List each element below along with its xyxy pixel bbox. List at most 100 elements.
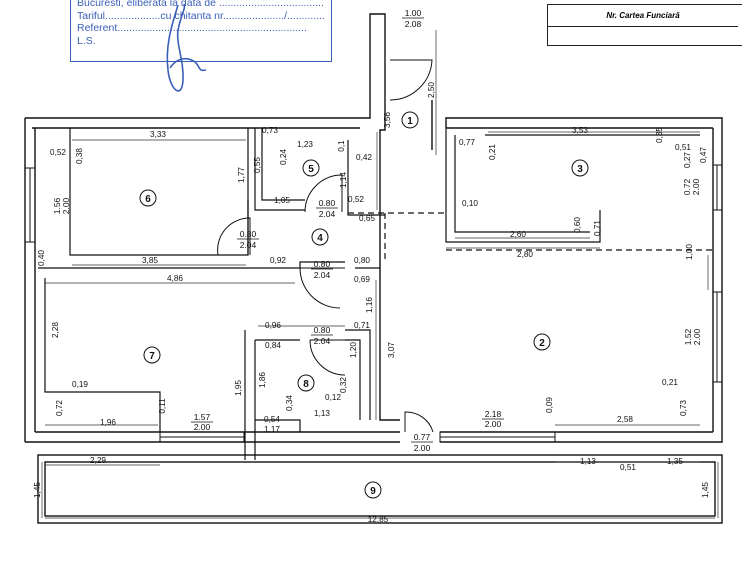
- dim-corridor-307: 3,07: [387, 342, 396, 358]
- dim-8-195: 1,95: [234, 380, 243, 396]
- dim-5-114: 1,14: [339, 172, 348, 188]
- door-5-height: 2.04: [319, 209, 336, 219]
- dim-040: 0,40: [37, 250, 46, 266]
- dim-100: 1,00: [685, 244, 694, 260]
- dim-8-186: 1,86: [258, 372, 267, 388]
- dim-8-012: 0,12: [325, 393, 341, 402]
- window-6-width: 1.56: [52, 197, 62, 214]
- room-5-label: 5: [308, 164, 314, 175]
- dim-3-021: 0,21: [488, 144, 497, 160]
- window-7-height: 2.00: [194, 422, 211, 432]
- dim-2-258: 2,58: [617, 415, 633, 424]
- dim-5-073: 0,73: [262, 126, 278, 135]
- cartea-funciara-box: Nr. Cartea Funciară: [547, 4, 742, 46]
- dim-3-280: 2,80: [517, 250, 533, 259]
- dim-8-120: 1,20: [349, 342, 358, 358]
- dimension-values: 3,33 0,52 0,38 1,77 0,40 3,85 0,92 0,73 …: [33, 82, 710, 524]
- door-7-height: 2.04: [314, 270, 331, 280]
- opening-labels: 1.00 2.08 0.80 2.04 0.80 2.04 0.80 2.04 …: [52, 8, 702, 453]
- door-5-width: 0.80: [319, 198, 336, 208]
- dim-116: 1,16: [365, 297, 374, 313]
- dim-3-top: 3,53: [572, 126, 588, 135]
- room-9-label: 9: [370, 486, 376, 497]
- dim-8-054: 0,54: [264, 415, 280, 424]
- room-2-label: 2: [539, 338, 545, 349]
- room-6-label: 6: [145, 194, 151, 205]
- dim-8-096: 0,96: [265, 321, 281, 330]
- signature: [166, 3, 207, 92]
- dim-6-top: 3,33: [150, 130, 166, 139]
- dim-3-051: 0,51: [675, 143, 691, 152]
- dim-3-071: 0,71: [593, 220, 602, 236]
- dim-8-117: 1,17: [264, 425, 280, 434]
- dim-9-135: 1,35: [667, 457, 683, 466]
- dim-2-073: 0,73: [679, 400, 688, 416]
- dim-6-right: 1,77: [237, 167, 246, 183]
- door-6-height: 2.04: [240, 240, 257, 250]
- door-entry-width: 1.00: [405, 8, 422, 18]
- room-3-label: 3: [577, 164, 583, 175]
- dim-2-021: 0,21: [662, 378, 678, 387]
- door-9-height: 2.00: [414, 443, 431, 453]
- dim-6-038: 0,38: [75, 148, 84, 164]
- dim-7-011: 0,11: [158, 398, 167, 414]
- window-2b-height: 2.00: [485, 419, 502, 429]
- dim-corridor-356: 3,56: [383, 112, 392, 128]
- door-entry-height: 2.08: [405, 19, 422, 29]
- dim-3-010: 0,10: [462, 199, 478, 208]
- dim-7-top: 4,86: [167, 274, 183, 283]
- window-3-height: 2.00: [691, 178, 701, 195]
- stamp-line-3: Referent................................…: [77, 22, 307, 34]
- dim-3-077: 0,77: [459, 138, 475, 147]
- dim-8-071: 0,71: [354, 321, 370, 330]
- door-6-width: 0.80: [240, 229, 257, 239]
- dim-corridor-250: 2,50: [427, 82, 436, 98]
- dim-9-113: 1,13: [580, 457, 596, 466]
- dim-7-019: 0,19: [72, 380, 88, 389]
- dim-5-024: 0,24: [279, 149, 288, 165]
- door-8-width: 0.80: [314, 325, 331, 335]
- stamp-line-4: L.S.: [77, 34, 96, 47]
- dim-7-bottom: 1,96: [100, 418, 116, 427]
- window-6-height: 2.00: [61, 197, 71, 214]
- room-1-label: 1: [407, 116, 413, 127]
- window-7-width: 1.57: [194, 412, 211, 422]
- dim-8-034: 0,34: [285, 395, 294, 411]
- window-2-width: 1.52: [683, 328, 693, 345]
- dim-065: 0,65: [359, 214, 375, 223]
- dim-3-027: 0,27: [683, 152, 692, 168]
- room-4-label: 4: [317, 233, 323, 244]
- stamp-line-2: Tariful...................cu chitanta nr…: [77, 9, 325, 22]
- dim-9-229: 2,29: [90, 456, 106, 465]
- dimension-lines: [41, 30, 719, 519]
- dim-092: 0,92: [270, 256, 286, 265]
- dim-3-035: 0,35: [655, 127, 664, 143]
- window-2-height: 2.00: [692, 328, 702, 345]
- room-labels: 1 2 3 4 5 6 7 8 9: [139, 111, 589, 499]
- dim-5-01: 0,1: [337, 140, 346, 152]
- dim-7-left: 2,28: [51, 322, 60, 338]
- dim-3-047: 0,47: [699, 147, 708, 163]
- dim-3-260: 2,60: [510, 230, 526, 239]
- dim-9-total: 12,85: [368, 515, 389, 524]
- dim-9-051: 0,51: [620, 463, 636, 472]
- dim-080: 0,80: [354, 256, 370, 265]
- door-8-height: 2.04: [314, 336, 331, 346]
- cartea-funciara-label: Nr. Cartea Funciară: [548, 5, 738, 27]
- interior-walls: [38, 128, 700, 460]
- official-stamp: Bucuresti, eliberata la data de ........…: [70, 0, 332, 62]
- dashed-dividers: [348, 212, 713, 262]
- dim-9-145-left: 1,45: [33, 482, 42, 498]
- dim-6-left-offset: 0,52: [50, 148, 66, 157]
- dim-5-042: 0,42: [356, 153, 372, 162]
- dim-8-113: 1,13: [314, 409, 330, 418]
- dim-8-084: 0,84: [265, 341, 281, 350]
- window-2b-width: 2.18: [485, 409, 502, 419]
- windows: [24, 164, 723, 443]
- room-7-label: 7: [149, 351, 155, 362]
- dim-5-123: 1,23: [297, 140, 313, 149]
- room-8-label: 8: [303, 379, 309, 390]
- dim-6-bottom: 3,85: [142, 256, 158, 265]
- dim-069: 0,69: [354, 275, 370, 284]
- door-7-width: 0.80: [314, 259, 331, 269]
